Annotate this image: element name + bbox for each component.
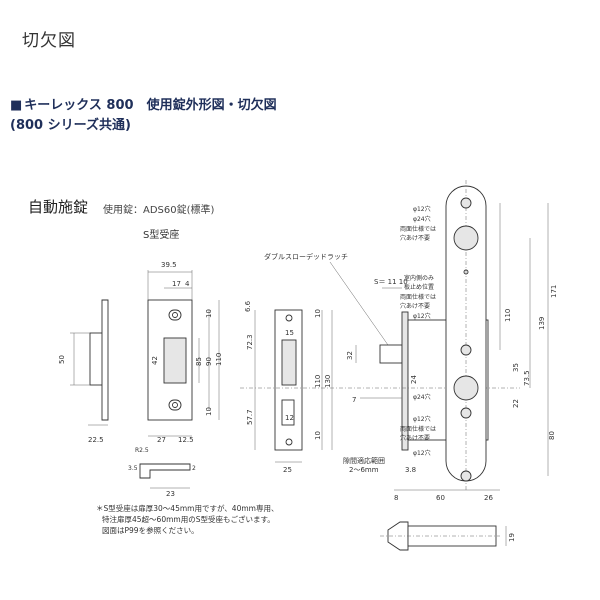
s-dimension-label: S＝ 11 10: [374, 278, 408, 286]
dim-171: 171: [550, 285, 558, 298]
hole-phi24-low: [453, 375, 479, 401]
dim-7: 7: [352, 396, 356, 404]
label-both-side-3: 両面仕様では: [400, 293, 436, 301]
cutout-drawing: φ12穴 φ24穴 両面仕様では 穴あけ不要 室内側のみ 板止め位置 両面仕様で…: [400, 180, 558, 490]
dim-110-cutout: 110: [504, 309, 512, 322]
dim-12: 12: [285, 414, 294, 422]
label-phi24: φ24穴: [413, 215, 431, 223]
series-heading: (800 シリーズ共通): [10, 118, 131, 133]
label-both-side-1: 両面仕様では: [400, 225, 436, 233]
label-indoor-1: 室内側のみ: [404, 274, 434, 282]
section-title: 自動施錠: [28, 198, 89, 216]
notes: ＊S型受座は扉厚30～45mm用ですが、40mm専用、 特注扉厚45超～60mm…: [96, 503, 278, 535]
product-heading: ■キーレックス 800 使用錠外形図・切欠図: [10, 94, 277, 113]
note-line-2: 特注扉厚45超～60mm用のS型受座もございます。: [102, 514, 275, 524]
dim-6-6: 6.6: [244, 300, 252, 312]
page-title: 切欠図: [22, 31, 76, 51]
hole-phi12-bottom: [460, 470, 472, 482]
lock-front-drawing: 15 12 6.6 72.3 57.7 10 110 130 10 25: [244, 300, 333, 474]
strike-side-plate: [101, 299, 109, 421]
dim-60: 60: [436, 494, 445, 502]
label-phi12-top: φ12穴: [413, 205, 431, 213]
dim-10-bottom: 10: [205, 407, 213, 416]
dim-22-5: 22.5: [88, 436, 104, 444]
dim-3-8: 3.8: [405, 466, 416, 474]
dim-35: 35: [512, 363, 520, 372]
note-line-3: 図面はP99を参照ください。: [102, 525, 199, 535]
gap-label: 隙間適応範囲: [343, 456, 385, 465]
lock-spec: 使用錠：ADS60錠(標準): [103, 205, 215, 216]
latch-label: ダブルスローデッドラッチ: [264, 252, 348, 261]
label-phi12-mid: φ12穴: [413, 312, 431, 320]
strike-bottom-view: [139, 463, 191, 479]
dim-50: 50: [58, 355, 66, 364]
product-heading-text: キーレックス 800 使用錠外形図・切欠図: [24, 98, 277, 113]
dim-110-strike: 110: [215, 353, 223, 366]
hole-phi24-top: [453, 225, 479, 251]
dim-26: 26: [484, 494, 493, 502]
dim-23: 23: [166, 490, 175, 498]
dim-10-lock-bottom: 10: [314, 431, 322, 440]
dim-15: 15: [285, 329, 294, 337]
hole-phi12-top: [460, 197, 472, 209]
bolt-detail-drawing: 19: [380, 521, 516, 551]
strike-latch-hole: [163, 337, 187, 384]
dim-2: 2: [192, 465, 196, 472]
label-both-side-5: 両面仕様では: [400, 425, 436, 433]
dim-72-3: 72.3: [246, 334, 254, 350]
dim-4: 4: [185, 280, 190, 288]
dim-42: 42: [151, 356, 159, 365]
dim-10-lock-top: 10: [314, 309, 322, 318]
dim-139: 139: [538, 317, 546, 330]
dim-22: 22: [512, 399, 520, 408]
dim-90: 90: [205, 357, 213, 366]
heading-square-bullet: ■: [10, 98, 23, 113]
dim-8: 8: [394, 494, 398, 502]
dim-25: 25: [283, 466, 292, 474]
latch-opening: [281, 339, 297, 386]
note-line-1: ＊S型受座は扉厚30～45mm用ですが、40mm専用、: [96, 503, 278, 513]
label-phi12-low: φ12穴: [413, 415, 431, 423]
gap-range: 2～6mm: [349, 466, 379, 474]
label-both-side-6: 穴あけ不要: [400, 434, 430, 442]
label-both-side-2: 穴あけ不要: [400, 234, 430, 242]
dim-130: 130: [324, 375, 332, 388]
dim-85: 85: [195, 357, 203, 366]
dim-17: 17: [172, 280, 181, 288]
dim-27: 27: [157, 436, 166, 444]
label-phi12-bottom: φ12穴: [413, 449, 431, 457]
dim-12-5: 12.5: [178, 436, 194, 444]
dim-57-7: 57.7: [246, 409, 254, 425]
dim-32: 32: [346, 351, 354, 360]
dim-80: 80: [548, 431, 556, 440]
dim-r2-5: R2.5: [135, 447, 149, 454]
dim-10-top: 10: [205, 309, 213, 318]
latch-bolt: [379, 344, 403, 364]
label-both-side-4: 穴あけ不要: [400, 302, 430, 310]
dim-39-5: 39.5: [161, 261, 177, 269]
hole-phi12-low: [460, 407, 472, 419]
dim-3-5: 3.5: [128, 465, 138, 472]
strike-drawing: S型受座 50 22.5 39.5 17 4 42 85 90 110 10 1…: [58, 228, 223, 498]
strike-title: S型受座: [143, 228, 179, 241]
dim-110-lock: 110: [314, 375, 322, 388]
dim-73-5: 73.5: [523, 370, 531, 386]
dim-24: 24: [410, 375, 418, 384]
dim-19: 19: [508, 533, 516, 542]
label-indoor-2: 板止め位置: [404, 283, 434, 291]
label-phi24-low: φ24穴: [413, 393, 431, 401]
hole-phi12-mid: [460, 344, 472, 356]
